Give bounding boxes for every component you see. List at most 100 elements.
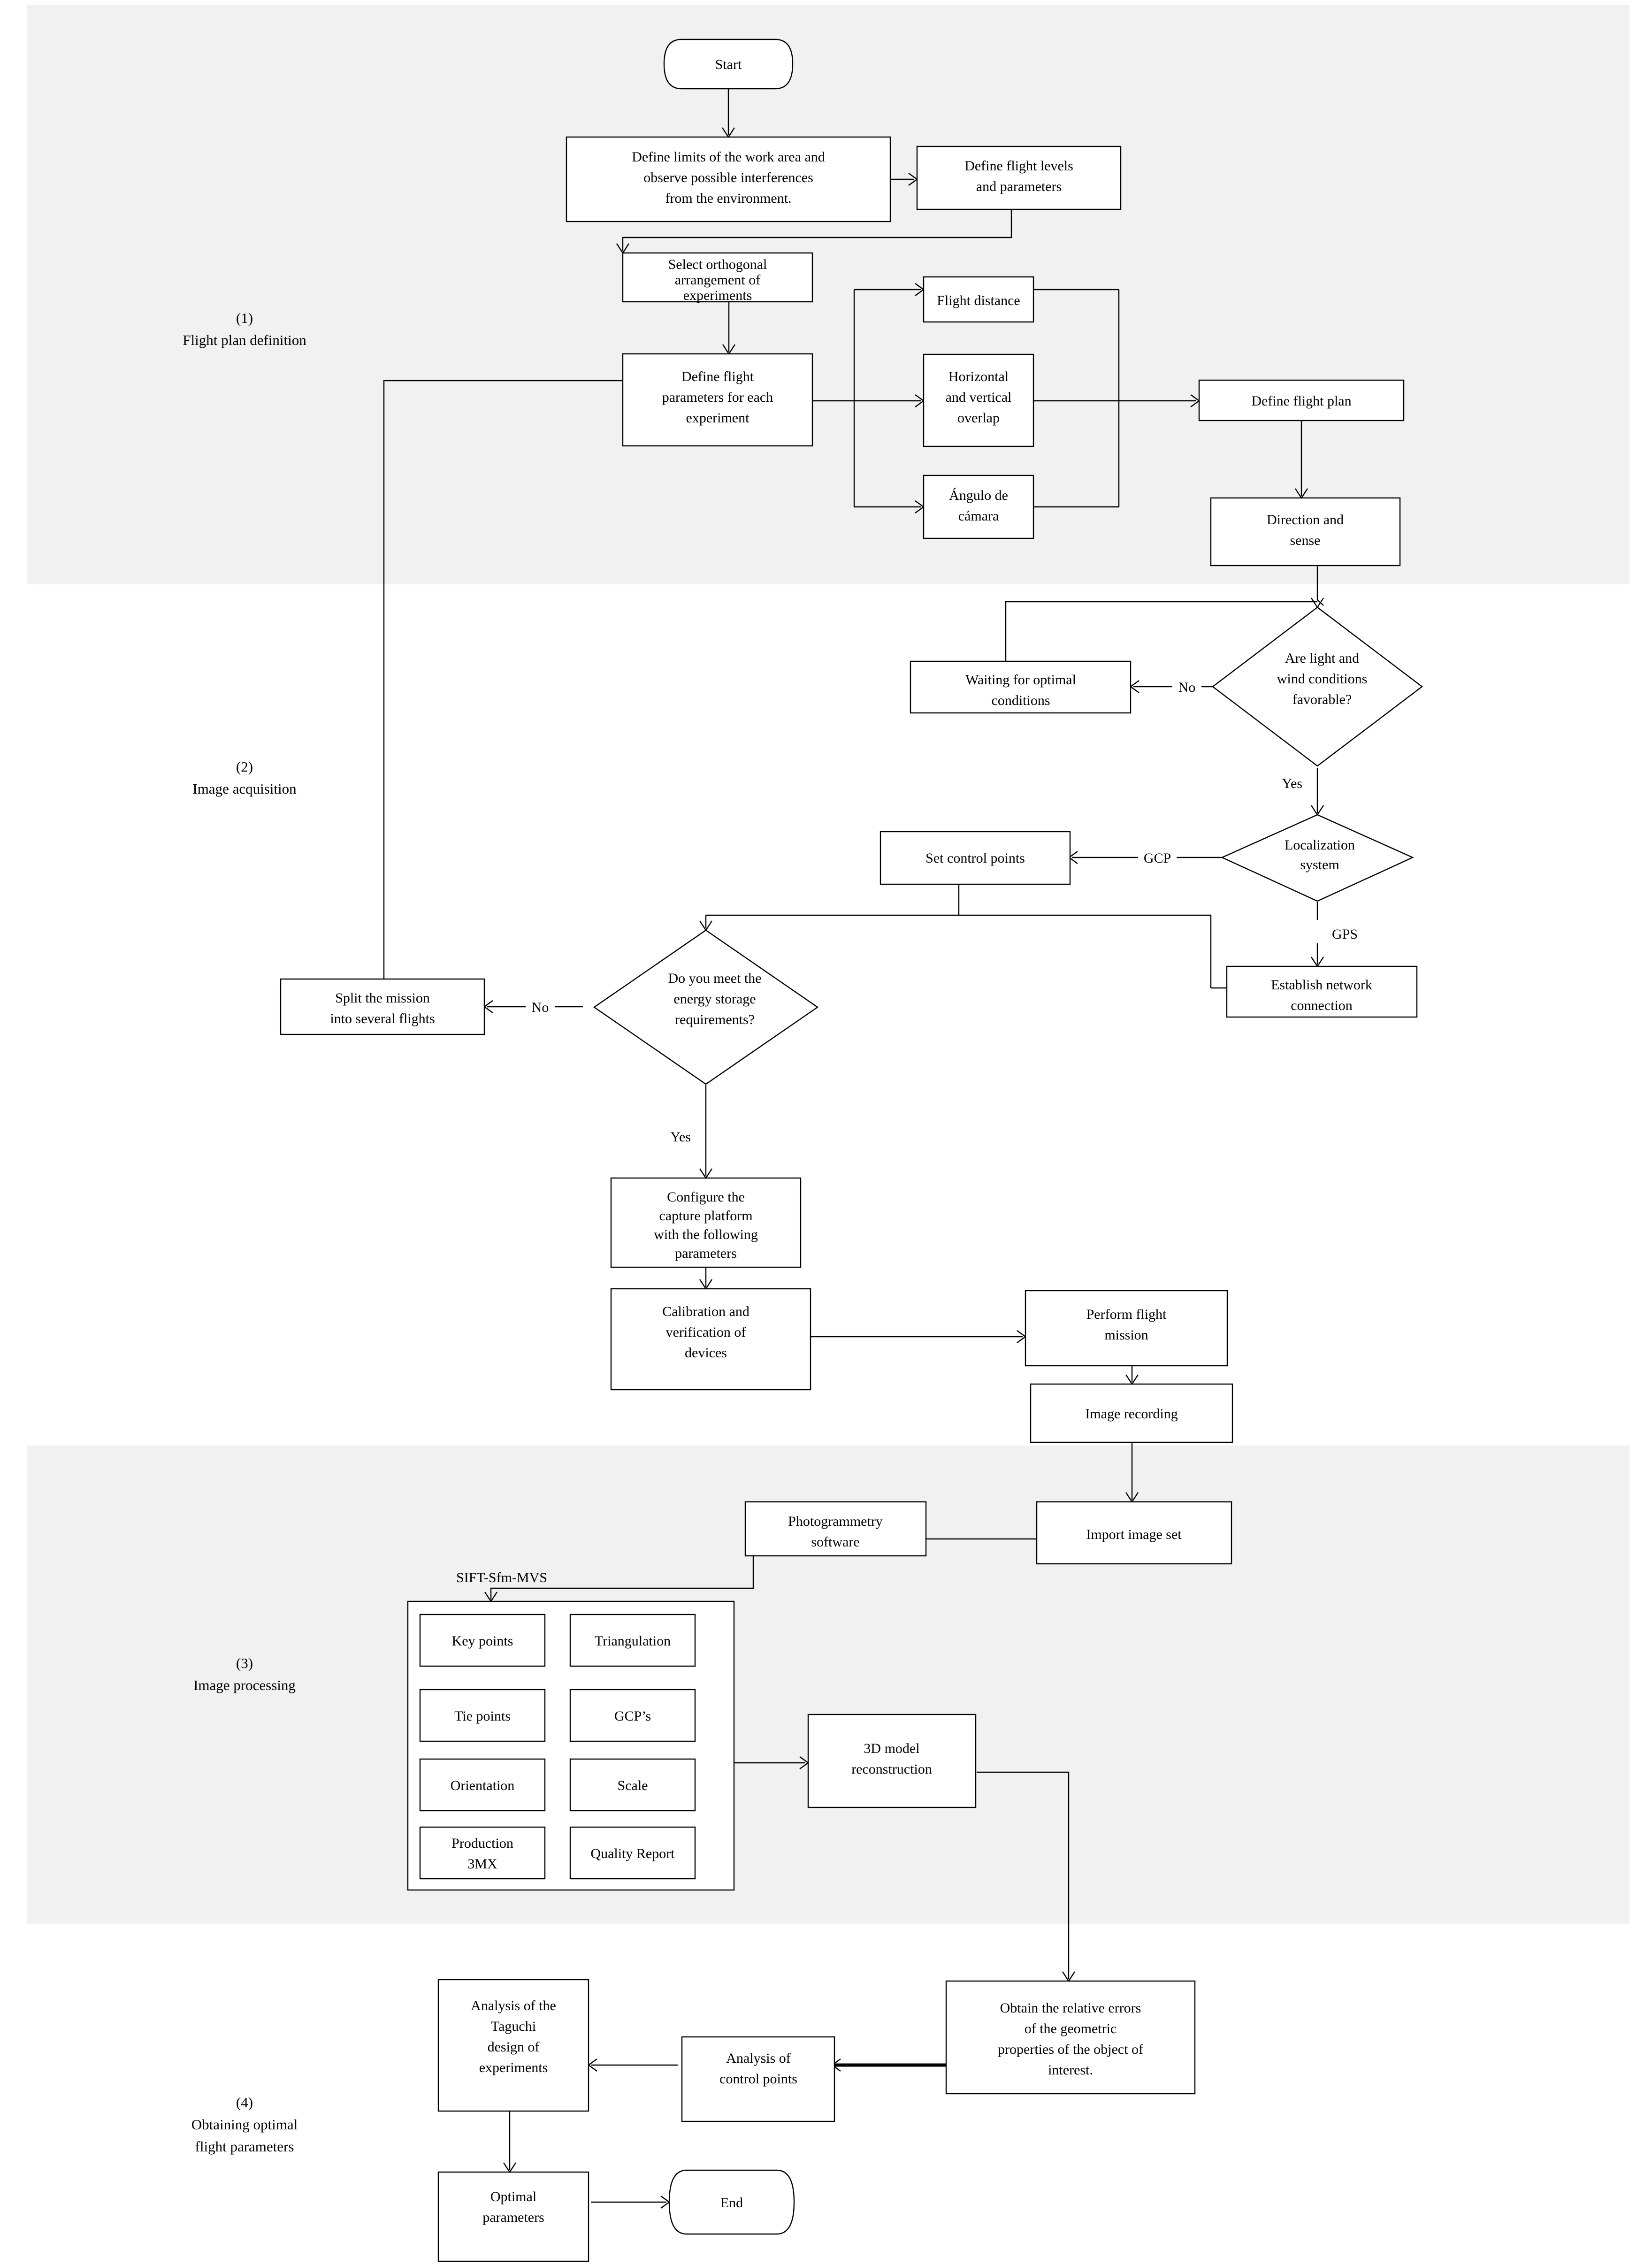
node-analysis-control-l2: control points xyxy=(719,2071,797,2087)
node-params-l2: parameters for each xyxy=(662,390,773,405)
node-start[interactable]: Start xyxy=(663,38,794,90)
edge-waiting-feedback xyxy=(1005,601,1317,661)
node-localization-l2: system xyxy=(1300,857,1339,872)
node-quality-report[interactable]: Quality Report xyxy=(569,1826,696,1880)
node-levels-l1: Define flight levels xyxy=(964,158,1073,174)
node-select-l2: arrangement of xyxy=(675,272,760,288)
node-split-l1: Split the mission xyxy=(335,990,430,1006)
node-define-limits-l1: Define limits of the work area and xyxy=(632,149,825,165)
node-3dmodel-l2: reconstruction xyxy=(851,1761,932,1777)
node-energy-decision[interactable]: Do you meet the energy storage requireme… xyxy=(593,929,819,1085)
node-configure-l4: parameters xyxy=(675,1246,737,1261)
node-define-limits-l3: from the environment. xyxy=(665,191,791,206)
node-energy-l3: requirements? xyxy=(675,1012,755,1027)
node-photogrammetry-l2: software xyxy=(811,1534,859,1550)
node-key-points-label: Key points xyxy=(452,1633,513,1649)
node-key-points[interactable]: Key points xyxy=(419,1614,546,1667)
node-flight-distance-label: Flight distance xyxy=(937,293,1020,308)
phase-3-number: (3) xyxy=(236,1655,253,1671)
node-production-l1: Production xyxy=(451,1836,513,1851)
node-image-recording-label: Image recording xyxy=(1085,1406,1178,1422)
node-photogrammetry-l1: Photogrammetry xyxy=(788,1514,883,1529)
node-select-l1: Select orthogonal xyxy=(668,257,767,272)
node-camera-angle[interactable]: Ángulo de cámara xyxy=(923,474,1034,539)
node-define-limits-l2: observe possible interferences xyxy=(643,170,813,185)
node-establish-network[interactable]: Establish network connection xyxy=(1226,965,1418,1018)
node-photogrammetry-software[interactable]: Photogrammetry software xyxy=(744,1501,927,1557)
node-define-flight-plan[interactable]: Define flight plan xyxy=(1198,379,1405,421)
node-3dmodel-l1: 3D model xyxy=(864,1741,919,1756)
phase-1-name: Flight plan definition xyxy=(183,332,306,348)
node-configure-l1: Configure the xyxy=(667,1189,745,1205)
node-import-image-set[interactable]: Import image set xyxy=(1036,1501,1232,1565)
node-3d-model-reconstruction[interactable]: 3D model reconstruction xyxy=(807,1714,977,1808)
node-overlap[interactable]: Horizontal and vertical overlap xyxy=(923,353,1034,447)
node-analysis-control-l1: Analysis of xyxy=(726,2051,791,2066)
edge-label-yes-energy: Yes xyxy=(670,1129,691,1145)
node-analysis-control-points[interactable]: Analysis of control points xyxy=(681,2036,835,2122)
node-select-orthogonal[interactable]: Select orthogonal arrangement of experim… xyxy=(622,252,813,303)
node-production-3mx[interactable]: Production 3MX xyxy=(419,1826,546,1880)
node-waiting-l2: conditions xyxy=(992,693,1050,708)
edge-label-gcp: GCP xyxy=(1144,850,1171,866)
node-define-flight-parameters[interactable]: Define flight parameters for each experi… xyxy=(622,353,813,447)
node-end[interactable]: End xyxy=(668,2169,795,2235)
node-optimal-parameters[interactable]: Optimal parameters xyxy=(437,2171,589,2262)
node-energy-l2: energy storage xyxy=(673,991,756,1007)
node-triangulation-label: Triangulation xyxy=(595,1633,671,1649)
node-taguchi-l1: Analysis of the xyxy=(471,1998,556,2013)
phase-4-name: Obtaining optimal xyxy=(191,2116,298,2133)
phase-3-name: Image processing xyxy=(193,1677,296,1693)
node-gcps[interactable]: GCP’s xyxy=(569,1689,696,1742)
edge-label-no-light: No xyxy=(1178,680,1196,695)
phase-4-name2: flight parameters xyxy=(195,2138,294,2155)
node-start-label: Start xyxy=(715,57,742,72)
node-direction-l2: sense xyxy=(1290,533,1321,548)
node-define-flight-levels[interactable]: Define flight levels and parameters xyxy=(916,145,1122,210)
phase-label-2: (2) Image acquisition xyxy=(192,758,297,797)
node-quality-report-label: Quality Report xyxy=(590,1846,675,1861)
node-set-control-label: Set control points xyxy=(925,850,1025,866)
node-flight-distance[interactable]: Flight distance xyxy=(923,276,1034,323)
node-configure-platform[interactable]: Configure the capture platform with the … xyxy=(610,1177,802,1268)
phase-1-number: (1) xyxy=(236,310,253,326)
node-obtain-errors[interactable]: Obtain the relative errors of the geomet… xyxy=(945,1980,1196,2095)
node-set-control-points[interactable]: Set control points xyxy=(880,831,1071,885)
node-params-l3: experiment xyxy=(686,410,750,426)
node-orientation[interactable]: Orientation xyxy=(419,1758,546,1812)
edge-direction-to-light-decision xyxy=(1316,566,1324,606)
node-obtain-l4: interest. xyxy=(1048,2062,1093,2078)
node-define-flight-plan-label: Define flight plan xyxy=(1251,393,1351,409)
node-calibration[interactable]: Calibration and verification of devices xyxy=(610,1288,811,1391)
node-split-l2: into several flights xyxy=(330,1011,435,1026)
node-light-wind-decision[interactable]: Are light and wind conditions favorable? xyxy=(1212,606,1423,767)
node-tie-points[interactable]: Tie points xyxy=(419,1689,546,1742)
phase-4-number: (4) xyxy=(236,2094,253,2111)
edge-3dmodel-to-obtain-errors xyxy=(977,1771,1070,1979)
node-triangulation[interactable]: Triangulation xyxy=(569,1614,696,1667)
phase-label-1: (1) Flight plan definition xyxy=(183,310,306,348)
node-scale[interactable]: Scale xyxy=(569,1758,696,1812)
phase-2-name: Image acquisition xyxy=(192,781,297,797)
node-network-l1: Establish network xyxy=(1271,977,1372,993)
node-perform-flight[interactable]: Perform flight mission xyxy=(1025,1290,1228,1367)
node-network-l2: connection xyxy=(1291,998,1353,1013)
node-camera-angle-l2: cámara xyxy=(958,508,999,524)
node-scale-label: Scale xyxy=(618,1778,648,1793)
band-phase-1 xyxy=(27,5,1629,584)
node-camera-angle-l1: Ángulo de xyxy=(949,488,1008,503)
node-image-recording[interactable]: Image recording xyxy=(1030,1383,1233,1443)
node-analysis-taguchi[interactable]: Analysis of the Taguchi design of experi… xyxy=(437,1979,589,2112)
node-waiting-optimal[interactable]: Waiting for optimal conditions xyxy=(910,660,1132,714)
node-calibration-l2: verification of xyxy=(666,1324,746,1340)
node-split-mission[interactable]: Split the mission into several flights xyxy=(280,978,485,1035)
node-tie-points-label: Tie points xyxy=(454,1708,511,1724)
node-obtain-l3: properties of the object of xyxy=(998,2042,1143,2057)
node-define-limits[interactable]: Define limits of the work area and obser… xyxy=(566,136,891,222)
node-calibration-l1: Calibration and xyxy=(662,1304,750,1319)
phase-label-4: (4) Obtaining optimal flight parameters xyxy=(191,2094,298,2155)
node-localization-system[interactable]: Localization system xyxy=(1221,814,1414,902)
node-direction-sense[interactable]: Direction and sense xyxy=(1210,497,1401,566)
node-configure-l2: capture platform xyxy=(659,1208,752,1224)
node-obtain-l2: of the geometric xyxy=(1025,2021,1117,2036)
